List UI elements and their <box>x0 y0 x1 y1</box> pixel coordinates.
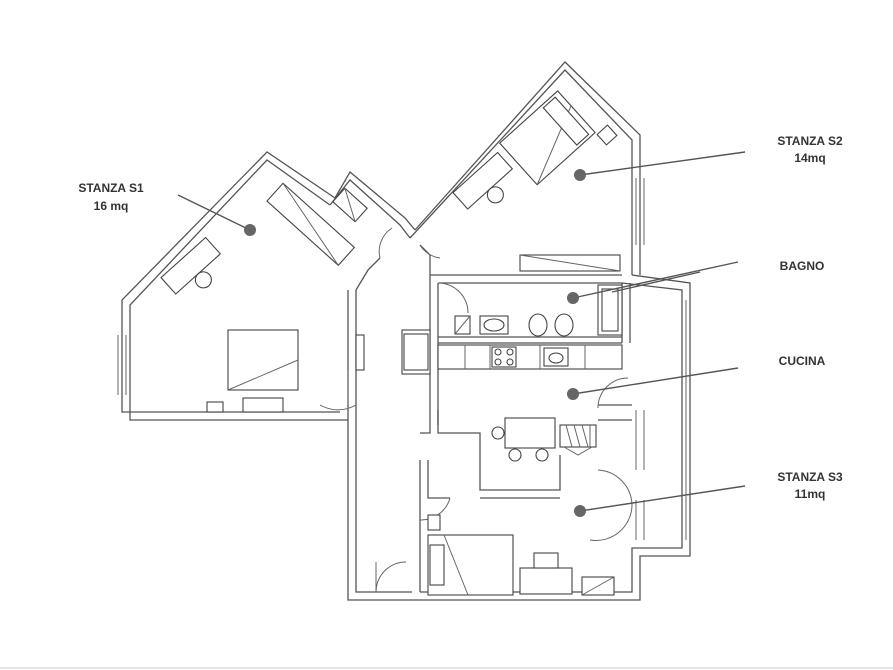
label-cucina-name: CUCINA <box>779 354 826 368</box>
leader-bagno-tub <box>611 271 701 293</box>
leader-s3 <box>579 485 746 512</box>
marker-cucina <box>567 388 579 400</box>
label-s3-name: STANZA S3 <box>777 470 843 484</box>
marker-s1 <box>244 224 256 236</box>
label-s3-area: 11mq <box>795 487 826 501</box>
label-s2-name: STANZA S2 <box>777 134 843 148</box>
leader-cucina <box>572 367 739 395</box>
room-labels: STANZA S1 16 mq STANZA S2 14mq BAGNO CUC… <box>78 134 843 501</box>
marker-s3 <box>574 505 586 517</box>
label-s1-name: STANZA S1 <box>78 181 144 195</box>
leader-s1 <box>177 194 251 231</box>
room-markers <box>177 151 746 517</box>
label-bagno-name: BAGNO <box>780 259 825 273</box>
marker-s2 <box>574 169 586 181</box>
label-s2-area: 14mq <box>794 151 825 165</box>
doors <box>319 227 633 593</box>
marker-bagno <box>567 292 579 304</box>
leader-bagno <box>572 261 739 299</box>
leader-s2 <box>579 151 746 176</box>
interior-walls <box>355 244 632 592</box>
label-s1-area: 16 mq <box>94 199 129 213</box>
furniture <box>160 90 623 596</box>
